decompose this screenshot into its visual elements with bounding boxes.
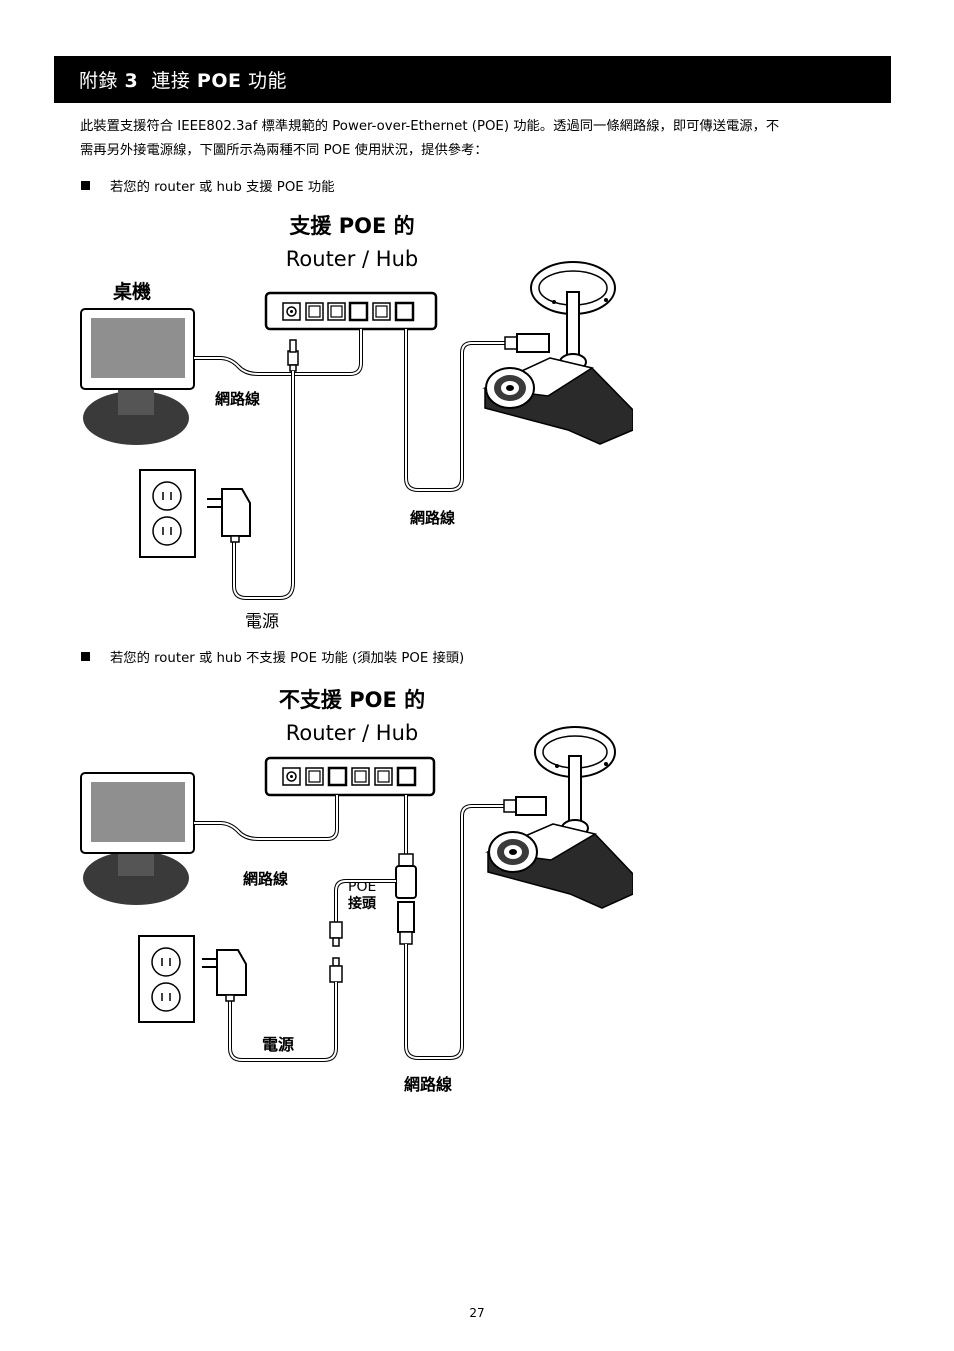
- bullet-poe-supported: 若您的 router 或 hub 支援 POE 功能: [80, 176, 335, 195]
- dc-plug-icon: [287, 339, 299, 372]
- power-adapter-icon: [207, 488, 251, 543]
- wall-outlet-icon: [139, 469, 196, 558]
- diagram1-desktop-label: 桌機: [113, 280, 151, 303]
- desktop-monitor-icon: [80, 772, 195, 905]
- intro-paragraph: 此裝置支援符合 IEEE802.3af 標準規範的 Power-over-Eth…: [80, 115, 892, 163]
- diagram2-poe-label-2: 接頭: [348, 895, 377, 912]
- diagram2-title-1: 不支援 POE 的: [279, 688, 425, 712]
- intro-line-1: 此裝置支援符合 IEEE802.3af 標準規範的 Power-over-Eth…: [80, 119, 780, 134]
- wall-outlet-icon: [138, 935, 195, 1023]
- diagram1-cable-left-label: 網路線: [215, 390, 260, 408]
- power-adapter-icon: [202, 949, 247, 1002]
- intro-line-2: 需再另外接電源線，下圖所示為兩種不同 POE 使用狀況，提供參考：: [80, 143, 488, 158]
- desktop-monitor-icon: [80, 308, 195, 445]
- ip-camera-icon: [485, 726, 634, 909]
- diagram-poe-router-svg: 支援 POE 的 Router / Hub 桌機 網路線: [80, 214, 634, 632]
- diagram2-cable-left-label: 網路線: [243, 870, 288, 888]
- diagram2-title-2: Router / Hub: [286, 721, 418, 745]
- diagram1-cable-right-label: 網路線: [410, 509, 455, 527]
- rj45-connector-icon: [504, 333, 550, 353]
- appendix-title: 附錄 3 連接 POE 功能: [79, 70, 288, 92]
- diagram2-cable-bottom-label: 網路線: [404, 1075, 452, 1094]
- diagram-non-poe-router-svg: 不支援 POE 的 Router / Hub 網路線 POE 接頭: [80, 688, 634, 1094]
- appendix-header: 附錄 3 連接 POE 功能: [54, 56, 891, 103]
- router-icon: [264, 291, 438, 331]
- bullet-square: [81, 181, 90, 190]
- diagram2-power-label: 電源: [262, 1035, 294, 1054]
- dc-plug-icon: [329, 921, 343, 983]
- ip-camera-icon: [482, 261, 634, 445]
- rj45-connector-icon: [503, 796, 547, 816]
- diagram-poe-router: 支援 POE 的 Router / Hub 桌機 網路線: [80, 208, 634, 632]
- poe-injector-icon: [395, 853, 417, 945]
- page-number: 27: [469, 1306, 485, 1320]
- diagram-non-poe-router: 不支援 POE 的 Router / Hub 網路線 POE 接頭: [80, 682, 634, 1097]
- diagram1-title-1: 支援 POE 的: [289, 214, 414, 238]
- diagram1-title-2: Router / Hub: [286, 247, 418, 271]
- router-icon: [264, 756, 436, 797]
- diagram1-power-label: 電源: [245, 612, 279, 630]
- bullet-poe-unsupported: 若您的 router 或 hub 不支援 POE 功能 (須加裝 POE 接頭): [80, 647, 464, 666]
- bullet-square: [81, 652, 90, 661]
